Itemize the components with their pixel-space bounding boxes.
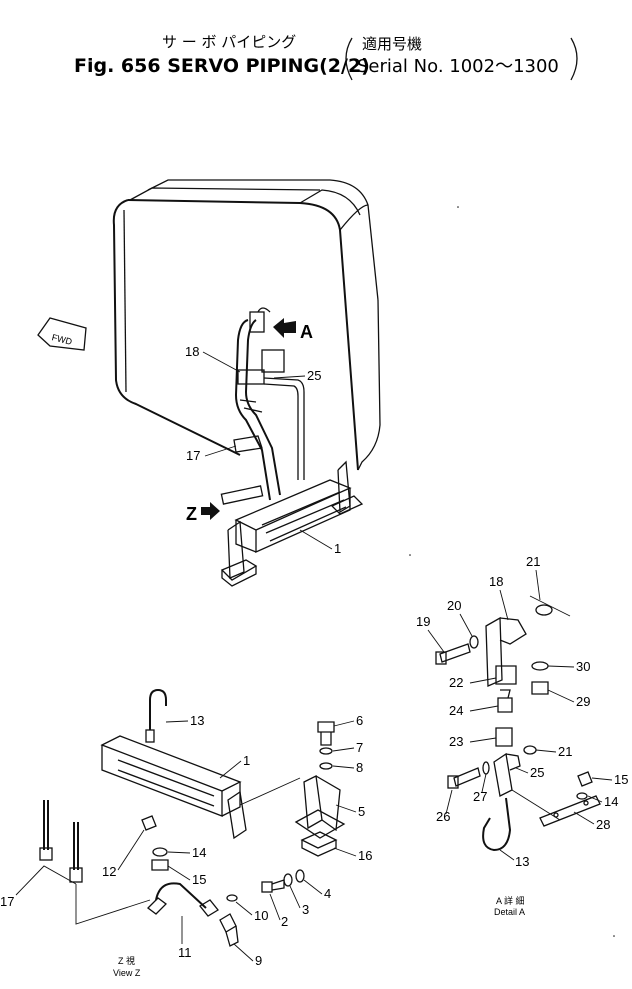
oil-cooler (220, 479, 352, 554)
hose-11 (147, 882, 219, 917)
callout-12: 12 (102, 864, 116, 879)
detail-a-assembly (435, 595, 601, 852)
washer-14-left (152, 847, 168, 857)
callout-28-detail: 28 (596, 817, 610, 832)
detail-a-caption-jp: A 詳 細 (496, 895, 525, 906)
callout-10: 10 (254, 908, 268, 923)
view-z-caption-jp: Z 視 (118, 955, 135, 966)
washer-7 (319, 747, 333, 755)
callout-21-detail-top: 21 (526, 554, 540, 569)
fwd-arrow: FWD (37, 317, 87, 351)
cooler-stands (220, 460, 364, 587)
callout-25-detail: 25 (530, 765, 544, 780)
callout-16: 16 (358, 848, 372, 863)
callout-25-main: 25 (307, 368, 321, 383)
serial-range: Serial No. 1002～1300 (357, 56, 559, 77)
callout-15-left: 15 (192, 872, 206, 887)
callout-27-detail: 27 (473, 789, 487, 804)
bolt-6 (317, 721, 335, 746)
servo-piping (233, 307, 305, 501)
view-z-arrow: Z (186, 502, 220, 524)
callout-29-detail: 29 (576, 694, 590, 709)
gasket-10 (226, 894, 238, 902)
callout-14-detail: 14 (604, 794, 618, 809)
callout-8: 8 (356, 760, 363, 775)
callout-18-detail: 18 (489, 574, 503, 589)
view-z-label: Z (186, 504, 197, 524)
callout-26-detail: 26 (436, 809, 450, 824)
right-paren (570, 37, 578, 81)
bolt-2 (261, 879, 285, 893)
callout-17-left: 17 (0, 894, 14, 909)
nut-15-left (151, 859, 169, 871)
elbow-9 (219, 913, 239, 947)
view-a-arrow: A (273, 318, 313, 342)
u-hose-left (145, 688, 167, 743)
callout-23-detail: 23 (449, 734, 463, 749)
callout-22-detail: 22 (449, 675, 463, 690)
callout-1-left: 1 (243, 753, 250, 768)
callout-4: 4 (324, 886, 331, 901)
callout-2: 2 (281, 914, 288, 929)
left-paren (345, 37, 353, 81)
callout-15-detail: 15 (614, 772, 628, 787)
japanese-serial-label: 適用号機 (362, 35, 422, 53)
callout-1-main: 1 (334, 541, 341, 556)
callout-5: 5 (358, 804, 365, 819)
callout-6: 6 (356, 713, 363, 728)
detail-a-caption: Detail A (494, 907, 525, 917)
callout-3: 3 (302, 902, 309, 917)
hydraulic-tank (112, 179, 381, 471)
view-z-caption: View Z (113, 968, 141, 978)
callout-18-main: 18 (185, 344, 199, 359)
washer-3 (283, 873, 293, 887)
callout-21-detail-bottom: 21 (558, 744, 572, 759)
plate-16 (300, 831, 338, 857)
callout-24-detail: 24 (449, 703, 463, 718)
callout-13-left: 13 (190, 713, 204, 728)
pipes-17 (15, 800, 151, 925)
figure-title: Fig. 656 SERVO PIPING(2/2) (74, 55, 370, 77)
callout-14-left: 14 (192, 845, 206, 860)
callout-19-detail: 19 (416, 614, 430, 629)
callout-30-detail: 30 (576, 659, 590, 674)
callout-11: 11 (178, 945, 192, 960)
view-a-label: A (300, 322, 313, 342)
bracket-5 (294, 775, 346, 839)
nut-12 (141, 815, 157, 831)
callout-20-detail: 20 (447, 598, 461, 613)
callout-7: 7 (356, 740, 363, 755)
cooler-exploded (100, 735, 301, 840)
callout-13-detail: 13 (515, 854, 529, 869)
japanese-title: サ ー ボ パイピング (162, 33, 296, 51)
washer-8 (319, 762, 333, 770)
washer-4 (295, 869, 305, 883)
callout-17-main: 17 (186, 448, 200, 463)
fwd-label: FWD (51, 332, 74, 347)
callout-9: 9 (255, 953, 262, 968)
